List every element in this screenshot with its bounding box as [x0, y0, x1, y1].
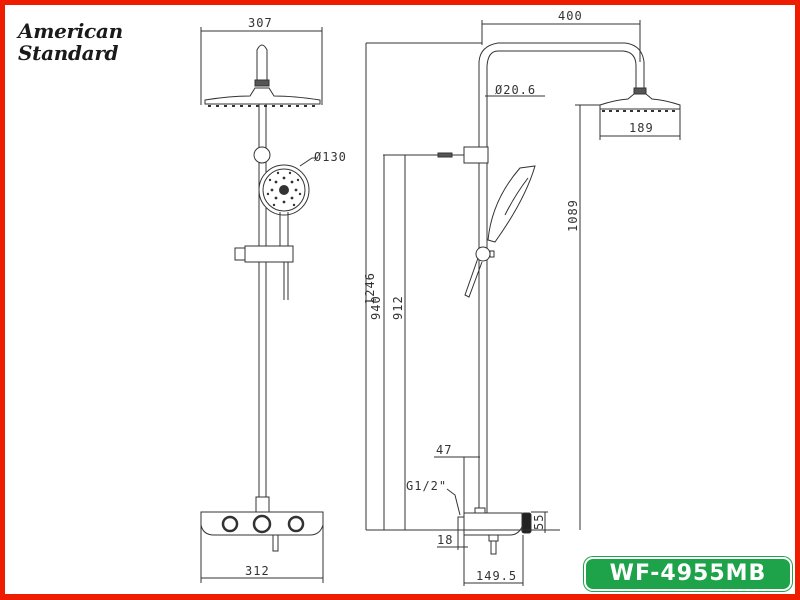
dim-holder-height-a: 940	[369, 295, 383, 320]
dim-inlet-offset: 47	[436, 443, 452, 457]
logo-line-1: American	[18, 19, 123, 43]
logo-line-2: Standard	[18, 41, 119, 65]
american-standard-logo: American Standard	[18, 20, 123, 64]
dim-pipe-diameter: Ø20.6	[495, 83, 536, 97]
dim-mixer-height: 55	[532, 514, 546, 530]
dim-mixer-depth: 149.5	[476, 569, 517, 583]
dim-shower-head-height: 1089	[566, 199, 580, 232]
dim-holder-height-b: 912	[391, 295, 405, 320]
dim-overhead-side-width: 189	[629, 121, 654, 135]
model-badge: WF-4955MB	[584, 557, 792, 591]
dim-wall-offset: 18	[437, 533, 453, 547]
dim-inlet-thread: G1/2"	[406, 479, 447, 493]
dim-hand-shower-diameter: Ø130	[314, 150, 347, 164]
front-view: 307 Ø130 312	[200, 16, 347, 583]
dim-total-height: 1246	[363, 272, 377, 305]
side-view: 400 1246 Ø20.6 189 1089 940 912	[363, 9, 681, 586]
dim-arm-reach: 400	[558, 9, 583, 23]
dim-mixer-width: 312	[245, 564, 270, 578]
dim-overhead-width: 307	[248, 16, 273, 30]
